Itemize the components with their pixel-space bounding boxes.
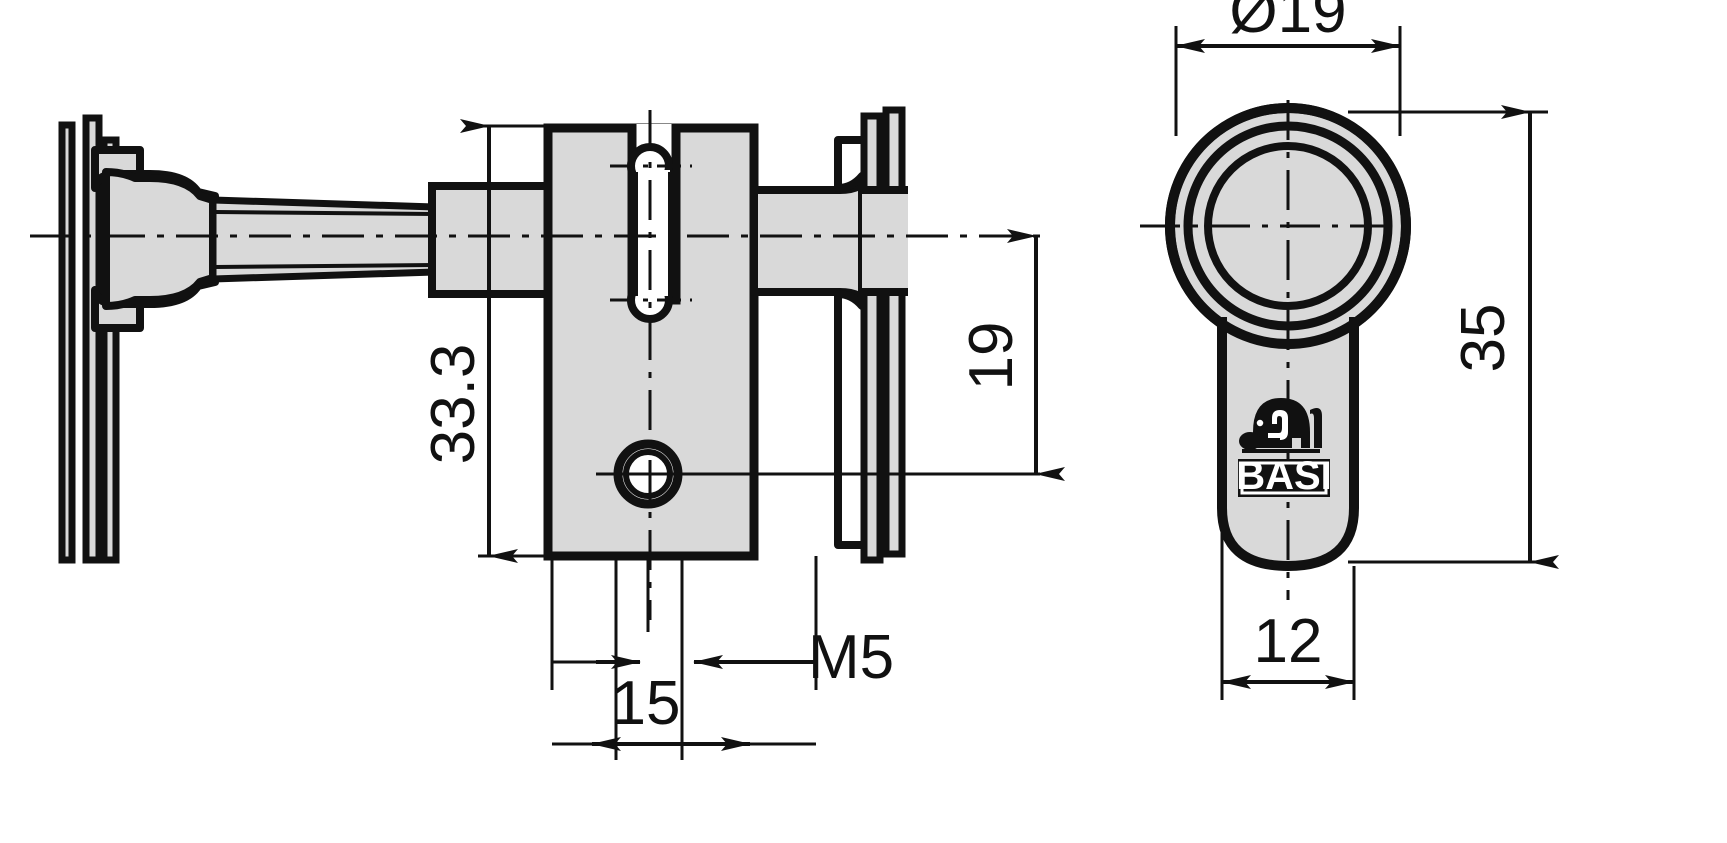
slot-interior [636,170,670,296]
elephant-icon-body [1253,398,1310,448]
right-knob-flange [860,106,906,564]
elephant-icon-eye [1255,418,1265,428]
left-view-side-elevation [30,106,1040,620]
dim-35-label: 35 [1449,304,1518,373]
elephant-icon-trunk [1268,410,1288,440]
dim-12-label: 12 [1254,607,1323,676]
left-knob-collar [102,168,217,310]
right-shaft-band-fill [862,192,908,290]
dim-33-3-label: 33.3 [419,344,488,465]
elephant-icon-tail [1310,408,1322,448]
basi-logo: BASI [1236,398,1332,498]
right-flange-inner-plate [860,112,884,564]
right-flange-outer-plate [882,106,906,558]
dim-m5-label: M5 [808,623,894,692]
elephant-icon-bar [1258,438,1280,443]
spindle-inner-line-bottom [214,263,435,269]
elephant-icon-head-ball [1239,432,1261,450]
left-flange-outer-plate [58,121,76,564]
dimension-33-3: 33.3 [419,119,560,563]
dim-d19-label: Ø19 [1229,0,1346,46]
dim-19-side-label: 19 [957,322,1026,391]
dim-15-label: 15 [612,669,681,738]
dimension-diameter-19: Ø19 [1174,0,1402,136]
right-view-front-end: BASI [1140,100,1420,600]
right-shaft [750,172,872,310]
dimension-35: 35 [1348,105,1559,569]
spindle-inner-line-top [214,210,435,216]
dimension-19-side: 19 [957,229,1065,481]
dimension-m5: 15 M5 [550,556,894,760]
dimension-12: 12 [1220,330,1356,700]
left-flange-inner-plate [82,114,103,564]
elephant-icon-ground [1242,449,1320,453]
basi-wordmark-text: BASI [1236,454,1332,498]
basi-wordmark-box [1238,459,1330,497]
basi-wordmark-inner-border [1240,461,1328,495]
